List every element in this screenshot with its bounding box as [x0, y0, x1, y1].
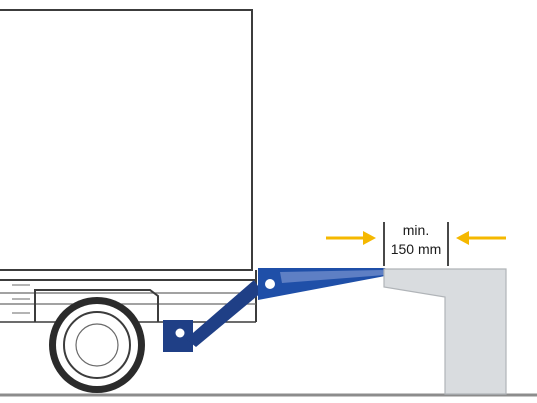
clearance-dimension — [383, 222, 449, 266]
dimension-arrow-right — [456, 231, 506, 245]
rear-wheel — [49, 297, 145, 393]
dimension-label-value: 150 mm — [390, 241, 442, 257]
loading-dock — [383, 268, 507, 395]
dimension-arrow-left — [326, 231, 376, 245]
underride-strut — [186, 280, 262, 347]
wheel-arch — [34, 289, 159, 322]
guard-pivot-bolt — [265, 279, 275, 289]
dimension-label-min: min. — [402, 222, 430, 238]
underride-guard-bar — [258, 268, 390, 300]
underride-mount-bracket — [163, 320, 193, 352]
mount-pivot-bolt — [175, 328, 185, 338]
truck-box-body — [0, 9, 253, 271]
